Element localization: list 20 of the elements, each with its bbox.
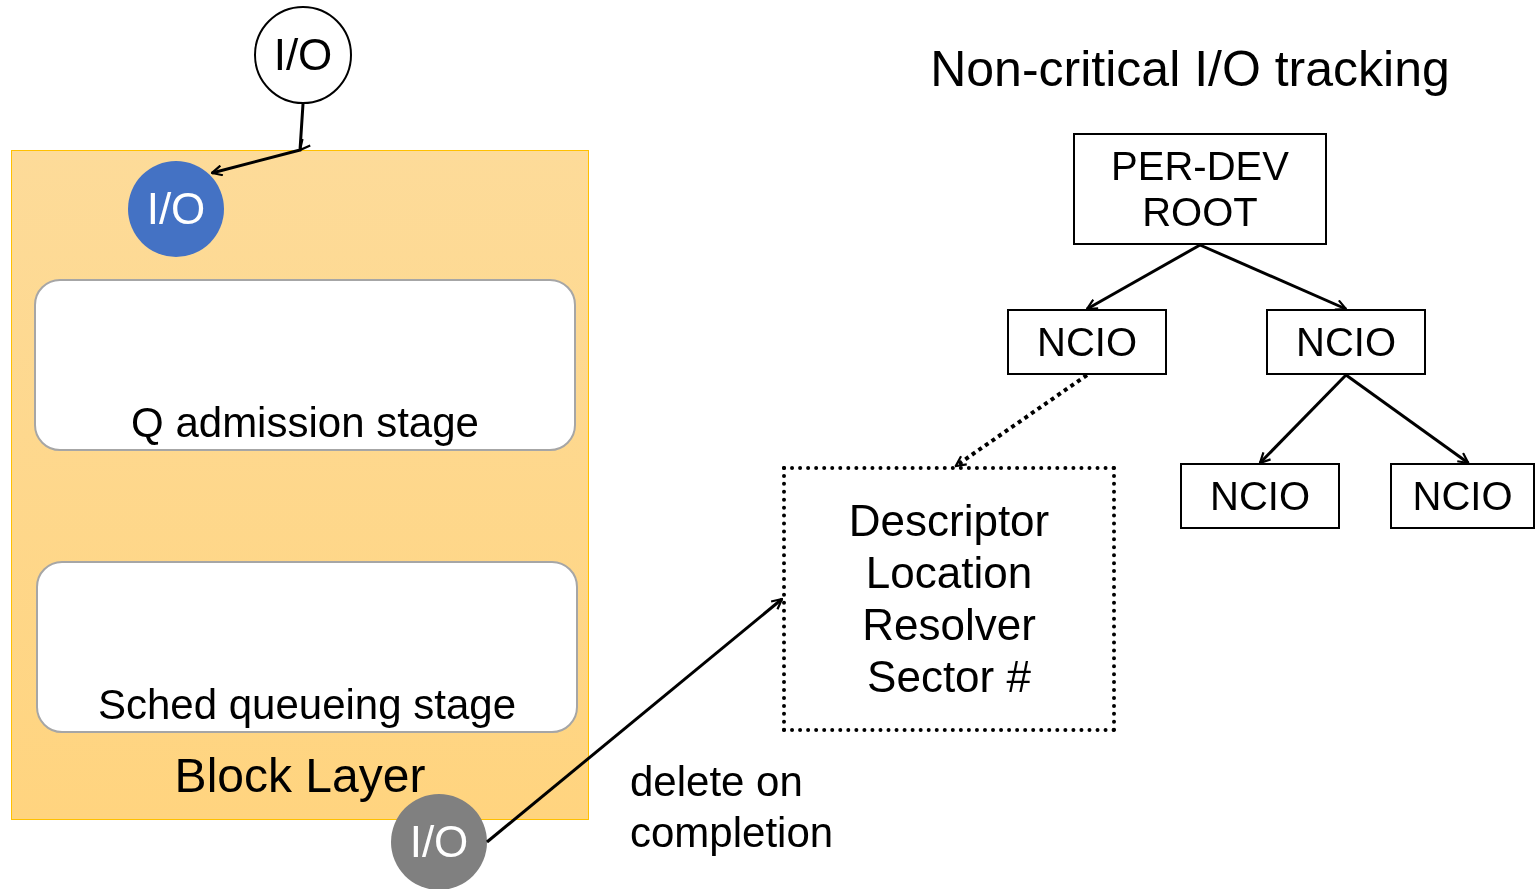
layer-panel (11, 150, 589, 820)
io-circle: I/O (254, 6, 352, 104)
arrow (486, 597, 784, 844)
descriptor-box: Descriptor Location Resolver Sector # (782, 466, 1116, 732)
io-circle: I/O (391, 794, 487, 889)
tree-node-box: NCIO (1390, 463, 1535, 529)
tree-node-box: NCIO (1007, 309, 1167, 375)
stage-box: Q admission stage (34, 279, 576, 451)
arrow (1258, 373, 1348, 465)
arrow (1345, 373, 1470, 465)
stage-box: Sched queueing stage (36, 561, 578, 733)
diagram-title: Non-critical I/O tracking (929, 40, 1451, 98)
arrow (1199, 243, 1348, 311)
tree-node-box: PER-DEV ROOT (1073, 133, 1327, 245)
arrow (211, 103, 311, 177)
arrow (954, 373, 1089, 468)
arrow (1085, 243, 1201, 311)
io-circle: I/O (128, 161, 224, 257)
tree-node-box: NCIO (1266, 309, 1426, 375)
tree-node-box: NCIO (1180, 463, 1340, 529)
